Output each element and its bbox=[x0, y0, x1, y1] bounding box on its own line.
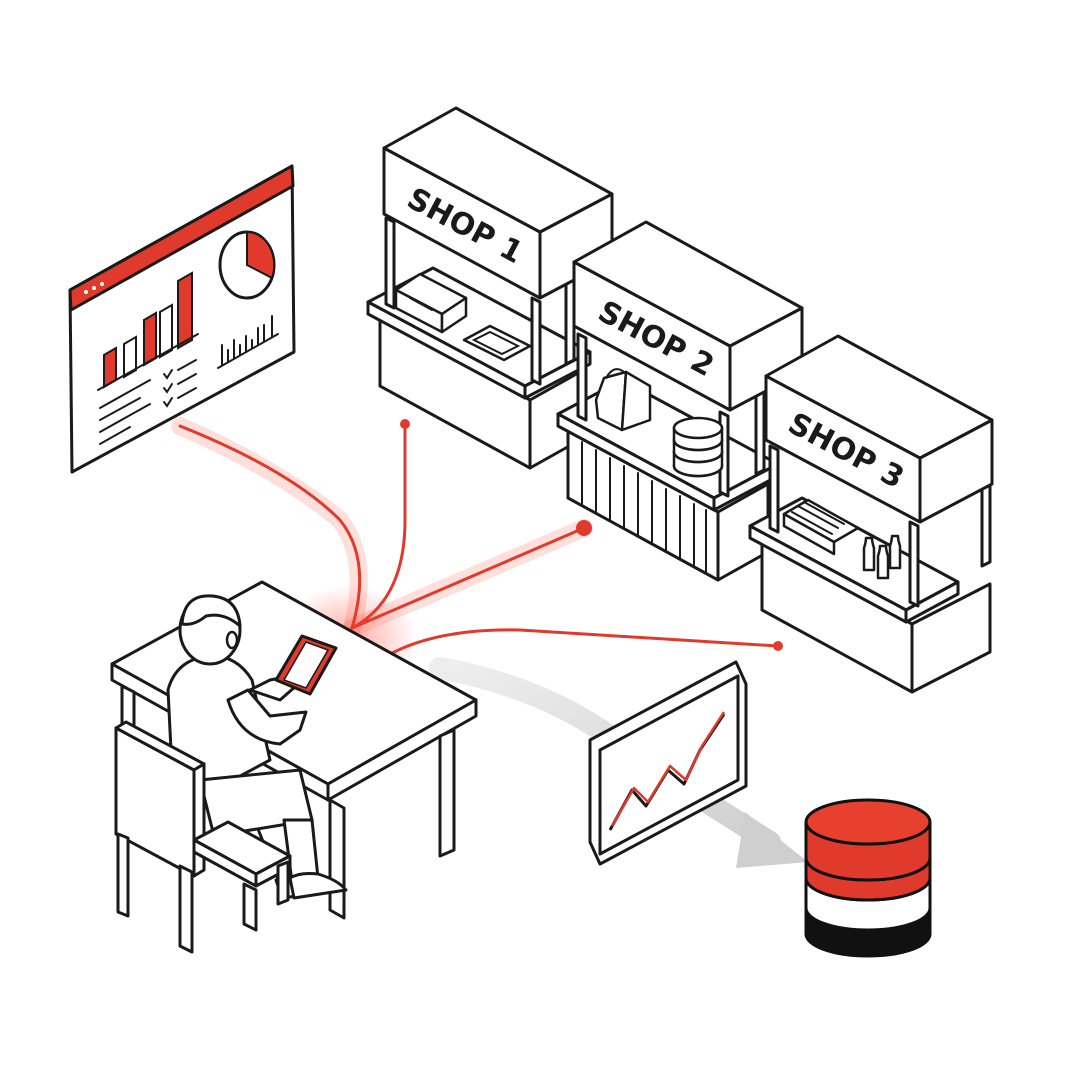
shop-2-plate-stack bbox=[672, 416, 724, 478]
dashboard-pie-chart bbox=[218, 230, 276, 300]
shop-1-box-item bbox=[394, 272, 468, 334]
trend-chart-icon bbox=[588, 660, 748, 866]
shop-1-tray-item bbox=[462, 324, 532, 362]
dashboard-checklist bbox=[163, 359, 197, 408]
dashboard-histogram bbox=[217, 315, 279, 369]
line-to-shop-3 bbox=[378, 628, 780, 662]
dashboard-text-lines bbox=[99, 379, 151, 445]
shop-1-node bbox=[400, 419, 410, 429]
person-icon bbox=[166, 594, 348, 900]
shop-2-slats bbox=[581, 441, 707, 573]
chair-icon bbox=[114, 720, 292, 954]
shop-2-stall: SHOP 2 bbox=[556, 220, 804, 582]
dashboard-panel-icon bbox=[68, 164, 296, 474]
dashboard-bar-chart bbox=[97, 271, 199, 391]
shop-2-node bbox=[576, 520, 592, 536]
shop-3-food-tray bbox=[782, 498, 860, 556]
shop-3-bottles bbox=[862, 534, 902, 580]
desk-scene bbox=[110, 580, 478, 954]
shop-2-bag-item bbox=[594, 368, 652, 432]
shop-3-stall: SHOP 3 bbox=[748, 334, 994, 694]
shop-3-node bbox=[773, 641, 783, 651]
line-to-dashboard bbox=[178, 424, 362, 630]
tablet-icon bbox=[274, 634, 338, 696]
database-icon bbox=[804, 798, 932, 958]
